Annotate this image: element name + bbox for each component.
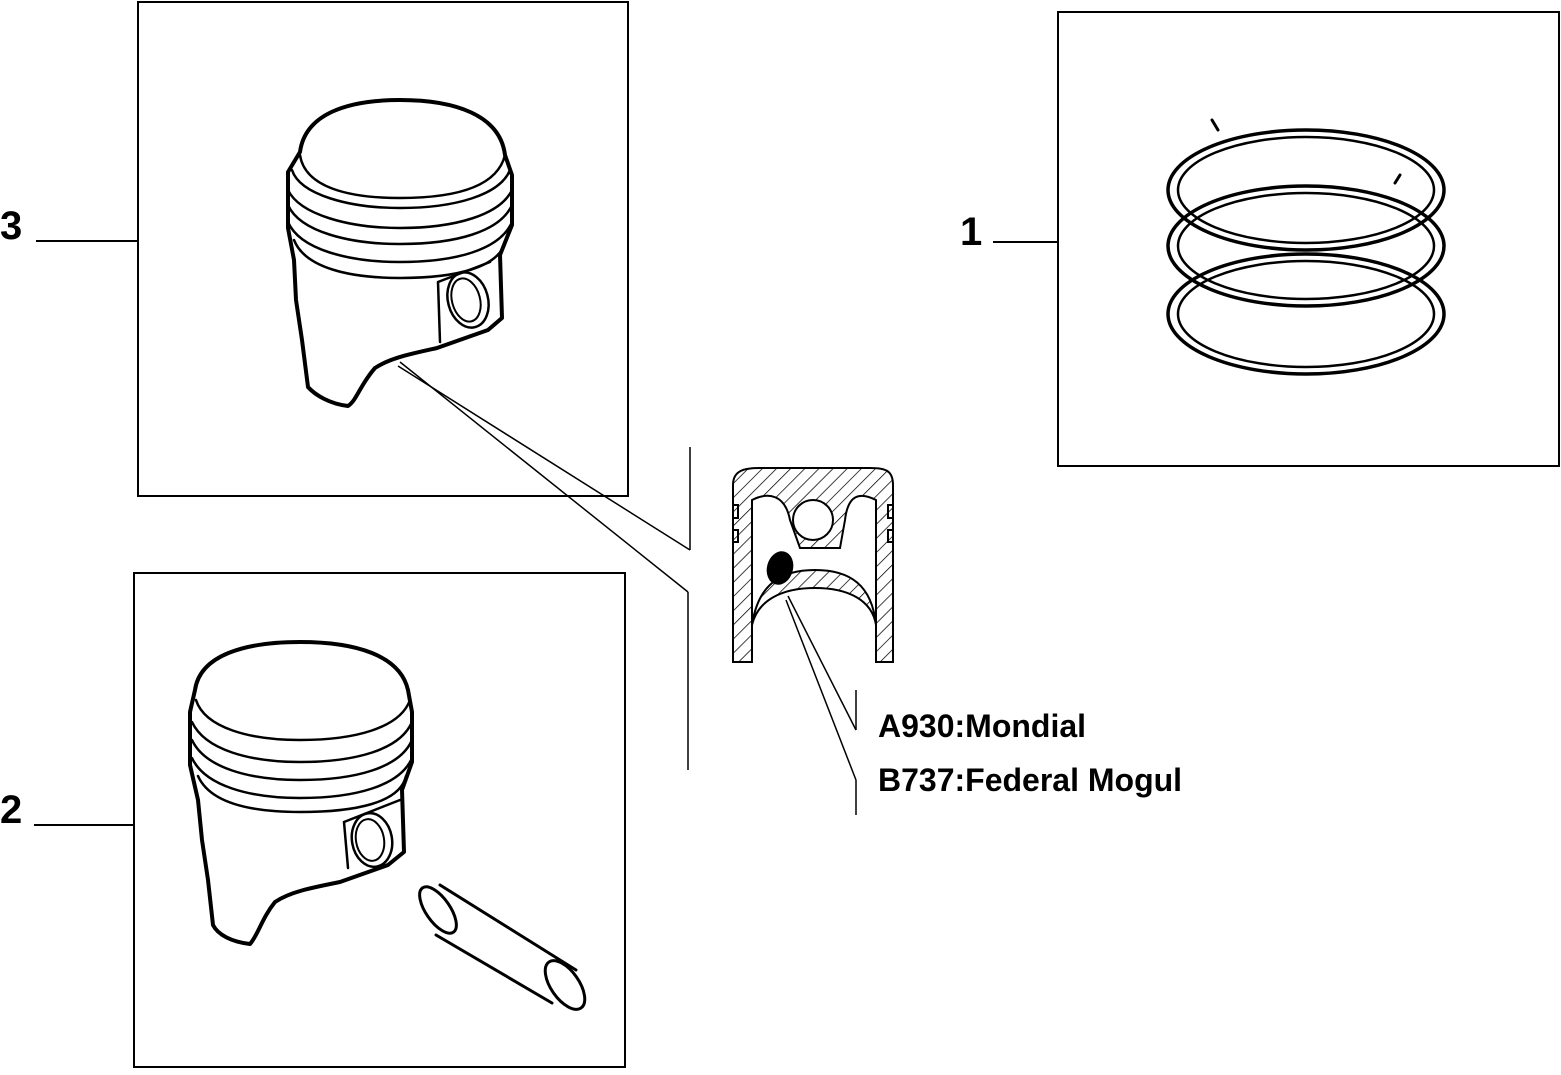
manufacturer-code-mondial: A930:Mondial bbox=[878, 708, 1087, 744]
callout-number-1: 1 bbox=[960, 210, 983, 254]
gudgeon-pin bbox=[418, 883, 587, 1011]
callout-number-3: 3 bbox=[0, 204, 23, 248]
marking-leader-lines bbox=[785, 595, 857, 815]
piston-section-view bbox=[732, 467, 894, 663]
marking-spot bbox=[766, 551, 794, 585]
callout-number-2: 2 bbox=[0, 788, 23, 832]
piston-drawing bbox=[286, 98, 514, 408]
manufacturer-code-federal-mogul: B737:Federal Mogul bbox=[878, 762, 1183, 798]
piston-panel-frame bbox=[137, 1, 629, 497]
piston-pin-panel-frame bbox=[133, 572, 626, 1068]
ring-panel-frame bbox=[1057, 11, 1560, 467]
piston-rings-drawing bbox=[1166, 118, 1446, 376]
detail-callout-lines bbox=[397, 361, 691, 770]
piston-pin-drawing bbox=[188, 640, 587, 1011]
